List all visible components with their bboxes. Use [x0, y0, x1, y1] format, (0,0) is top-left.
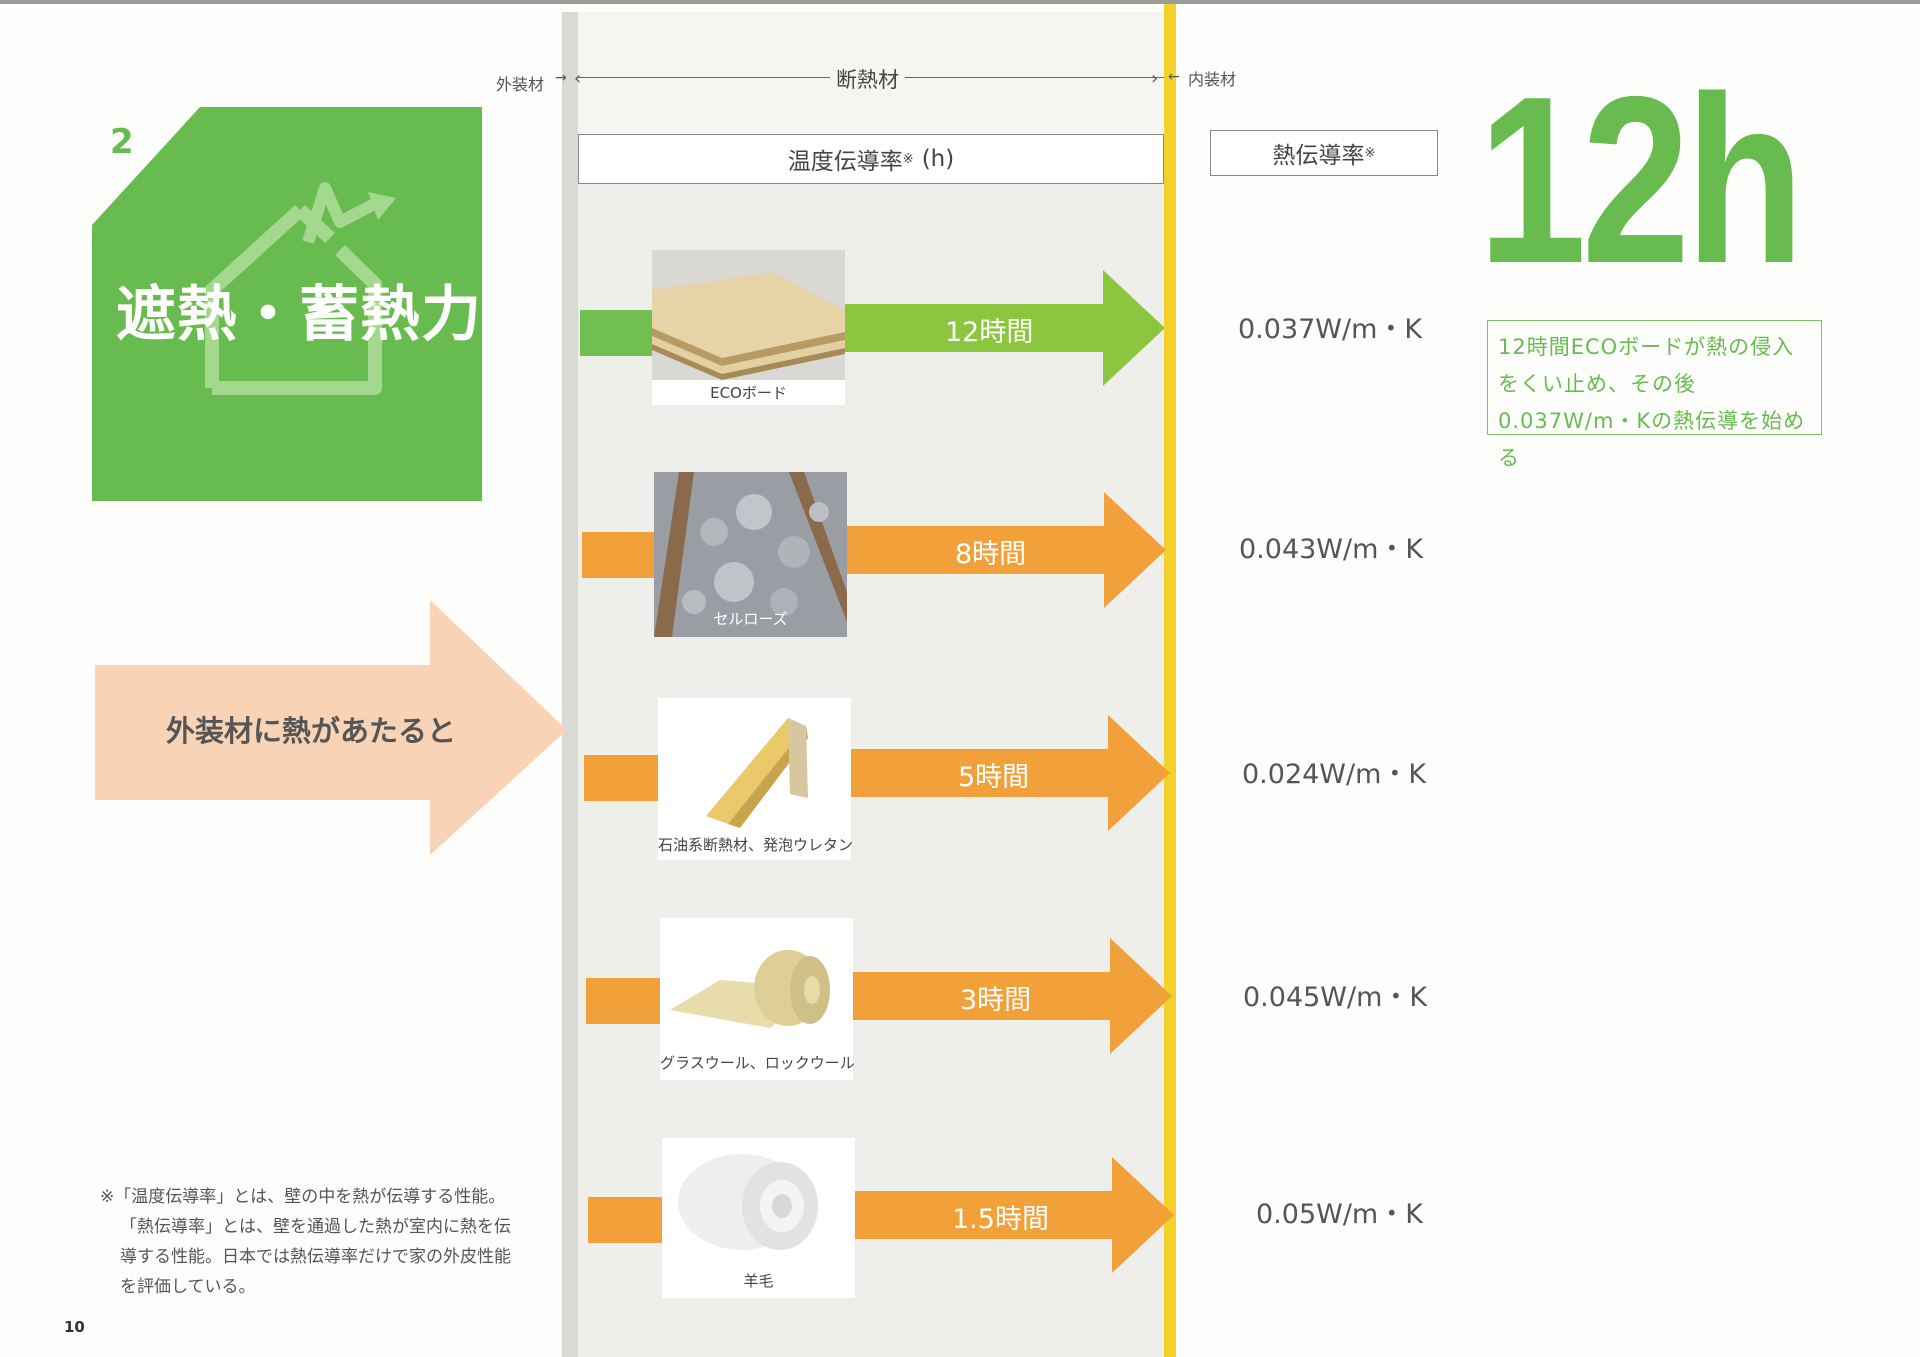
time-value: 5時間	[958, 762, 1030, 793]
conductivity-value: 0.024W/m・K	[1242, 759, 1427, 790]
footnote: ※「温度伝導率」とは、壁の中を熱が伝導する性能。 「熱伝導率」とは、壁を通過した…	[100, 1182, 520, 1302]
material-caption: セルローズ	[713, 610, 788, 628]
wool-photo: 羊毛	[662, 1138, 855, 1298]
cellulose-image	[654, 472, 847, 637]
highlight-12h: 12h	[1478, 48, 1804, 313]
interior-label: 内装材	[1188, 70, 1237, 89]
material-caption: ECOボード	[710, 384, 787, 402]
arrow-right-icon: ›	[1151, 68, 1159, 89]
temp-unit: (h)	[921, 146, 955, 172]
time-value: 3時間	[960, 985, 1032, 1016]
time-arrow	[846, 492, 1166, 608]
glasswool-image	[670, 950, 830, 1028]
row-bar	[584, 755, 658, 801]
exterior-edge	[562, 12, 578, 1357]
temp-note-mark: ※	[902, 151, 914, 167]
highlight-note: 12時間ECOボードが熱の侵入をくい止め、その後0.037W/m・Kの熱伝導を始…	[1487, 320, 1822, 470]
time-arrow	[852, 938, 1172, 1054]
time-arrow	[845, 270, 1165, 386]
material-caption: 石油系断熱材、発泡ウレタン	[658, 836, 854, 854]
row-bar	[580, 310, 652, 356]
conductivity-value: 0.05W/m・K	[1256, 1199, 1423, 1230]
insulation-label: 断熱材	[830, 64, 905, 94]
heat-arrow-text: 外装材に熱があたると	[166, 714, 457, 748]
material-caption: グラスウール、ロックウール	[660, 1054, 855, 1072]
time-value: 8時間	[955, 539, 1027, 570]
footnote-line-2: 「熱伝導率」とは、壁を通過した熱が室内に熱を伝導する性能。日本では熱伝導率だけで…	[120, 1217, 511, 1297]
cellulose-photo: セルローズ	[654, 472, 847, 637]
material-caption: 羊毛	[743, 1272, 774, 1290]
row-bar	[582, 532, 654, 578]
ecoboard-photo: ECOボード	[652, 250, 845, 405]
insulation-band	[578, 12, 1170, 1357]
glasswool-photo: グラスウール、ロックウール	[660, 918, 855, 1080]
interior-pointer-icon: ←	[1168, 69, 1180, 85]
top-border	[0, 0, 1920, 4]
time-value: 12時間	[945, 317, 1034, 348]
arrow-left-icon: ‹	[574, 68, 582, 89]
cond-note-mark: ※	[1364, 145, 1376, 161]
temp-conductivity-label: 温度伝導率	[787, 149, 903, 175]
temp-conductivity-header: 温度伝導率※ (h)	[578, 134, 1164, 184]
conductivity-value: 0.037W/m・K	[1238, 314, 1423, 345]
row-bar	[586, 978, 660, 1024]
exterior-label: 外装材	[496, 75, 545, 94]
thermal-conductivity-header: 熱伝導率※	[1210, 130, 1438, 176]
exterior-pointer-icon: →	[555, 70, 567, 86]
time-arrow	[850, 715, 1170, 831]
interior-line	[1164, 4, 1176, 1357]
section-card	[92, 107, 482, 501]
page-number: 10	[64, 1318, 85, 1336]
urethane-photo: 石油系断熱材、発泡ウレタン	[658, 698, 854, 860]
time-arrow	[854, 1157, 1174, 1273]
conductivity-value: 0.045W/m・K	[1243, 982, 1428, 1013]
conductivity-value: 0.043W/m・K	[1239, 534, 1424, 565]
wool-image	[678, 1154, 818, 1250]
section-title: 遮熱・蓄熱力	[116, 280, 482, 350]
house-outline-icon	[205, 182, 396, 395]
section-number: 2	[110, 122, 134, 162]
heat-arrow	[95, 600, 567, 855]
time-value: 1.5時間	[952, 1204, 1049, 1235]
ecoboard-image	[652, 250, 845, 380]
footnote-line-1: ※「温度伝導率」とは、壁の中を熱が伝導する性能。	[100, 1187, 506, 1207]
urethane-image	[706, 718, 808, 828]
row-bar	[588, 1197, 664, 1243]
thermal-conductivity-label: 熱伝導率	[1272, 143, 1365, 169]
